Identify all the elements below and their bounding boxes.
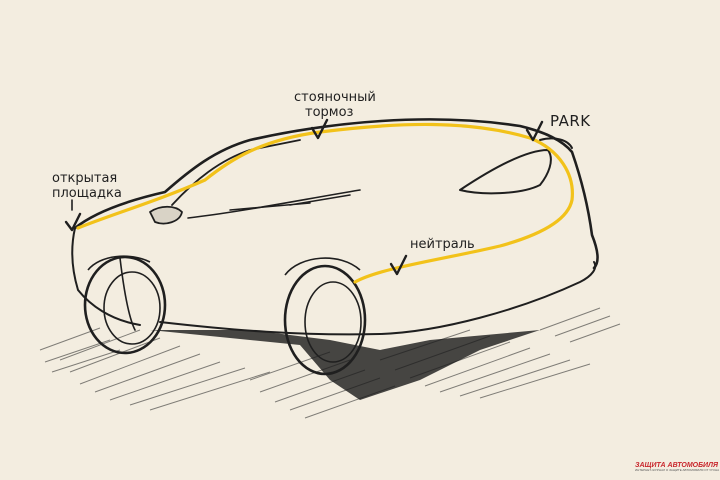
label-parking-brake-line1: стояночный [294,90,376,105]
highlight-path [76,122,574,284]
label-park: PARK [550,112,591,130]
rear-wheel [283,257,367,376]
checkmark-icon [525,120,544,142]
label-parking-brake-line2: тормоз [305,105,354,120]
label-neutral: нейтраль [410,237,475,252]
logo-title: ЗАЩИТА АВТОМОБИЛЯ [635,462,718,469]
checkmark-icon [64,212,82,232]
ground-shadow [150,330,540,400]
label-open-platform-line1: открытая [52,171,118,186]
checkmark-icon [389,254,408,276]
car-body [71,118,599,336]
label-open-platform-line2: площадка [52,186,122,201]
front-wheel [83,255,167,355]
checkmark-icon [310,118,329,140]
site-logo: ЗАЩИТА АВТОМОБИЛЯ ИНТЕРНЕТ-ЖУРНАЛ О ЗАЩИ… [632,458,720,476]
logo-subtitle: ИНТЕРНЕТ-ЖУРНАЛ О ЗАЩИТЕ АВТОМОБИЛЯ ОТ У… [635,468,720,472]
